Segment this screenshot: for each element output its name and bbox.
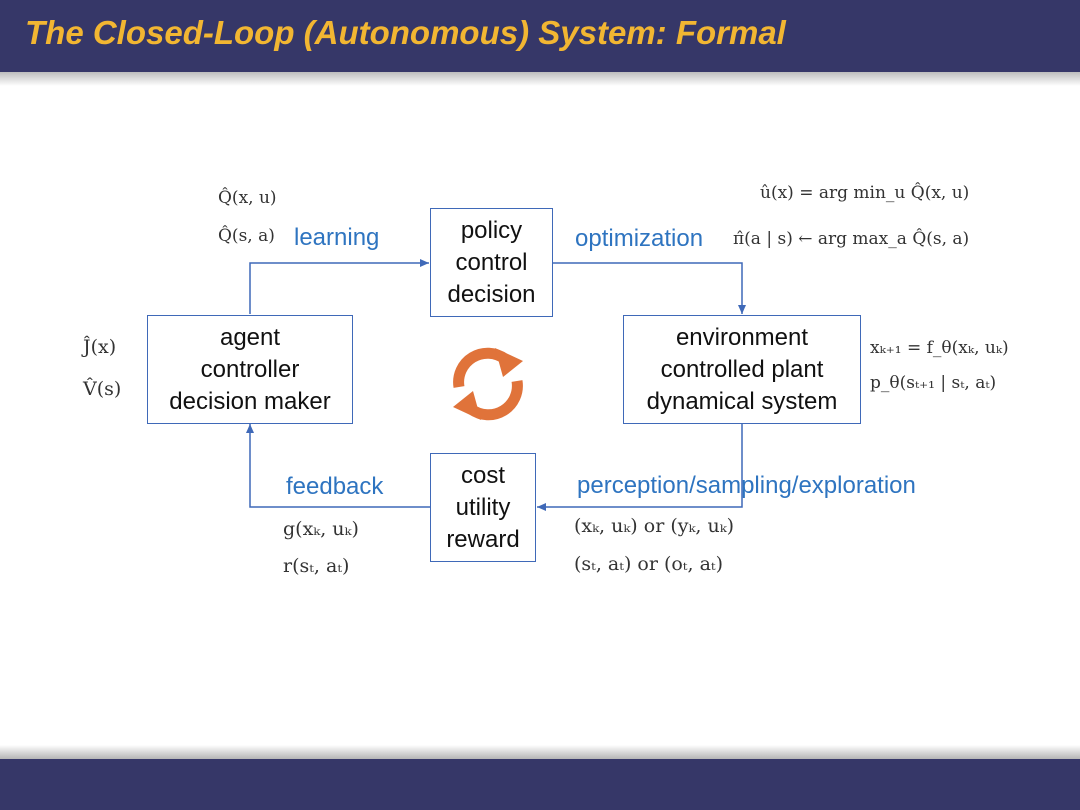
dynamics-stochastic-formula: p_θ(sₜ₊₁ | sₜ, aₜ): [870, 373, 997, 393]
agent-line-1: agent: [219, 323, 281, 351]
q-xu-formula: Q̂(x, u): [218, 188, 277, 208]
cost-function-formula: g(xₖ, uₖ): [283, 518, 359, 540]
agent-line-2: controller: [200, 355, 300, 383]
cost-line-1: cost: [460, 461, 505, 489]
policy-line-3: decision: [447, 280, 536, 308]
policy-line-1: policy: [460, 216, 523, 244]
cost-line-2: utility: [455, 493, 511, 521]
policy-box: policy control decision: [430, 208, 553, 317]
environment-line-1: environment: [675, 323, 809, 351]
arrow-cost-to-agent: [246, 424, 430, 508]
agent-box: agent controller decision maker: [147, 315, 353, 424]
cost-line-3: reward: [446, 525, 520, 553]
environment-line-3: dynamical system: [646, 387, 838, 415]
slide-title: The Closed-Loop (Autonomous) System: For…: [25, 14, 786, 51]
policy-line-2: control: [455, 248, 528, 276]
dynamics-deterministic-formula: xₖ₊₁ = f_θ(xₖ, uₖ): [870, 338, 1009, 358]
cost-box: cost utility reward: [430, 453, 536, 562]
feedback-label: feedback: [286, 473, 384, 500]
environment-line-2: controlled plant: [660, 355, 824, 383]
u-hat-formula: û(x) = arg min_u Q̂(x, u): [760, 183, 970, 203]
header-bar: [0, 0, 1080, 72]
optimization-label: optimization: [575, 225, 704, 252]
pi-hat-formula: π̂(a | s) ← arg max_a Q̂(s, a): [733, 229, 970, 249]
observation-stochastic-formula: (sₜ, aₜ) or (oₜ, aₜ): [574, 553, 723, 575]
environment-box: environment controlled plant dynamical s…: [623, 315, 861, 424]
arrow-environment-to-cost: [537, 424, 743, 511]
perception-label: perception/sampling/exploration: [577, 472, 916, 499]
footer-shadow: [0, 745, 1080, 759]
refresh-cycle-icon: [453, 347, 523, 421]
agent-line-3: decision maker: [169, 387, 331, 415]
q-sa-formula: Q̂(s, a): [218, 226, 275, 246]
header-shadow: [0, 72, 1080, 86]
reward-function-formula: r(sₜ, aₜ): [283, 555, 350, 577]
arrow-policy-to-environment: [553, 262, 746, 314]
j-hat-formula: Ĵ(x): [83, 336, 117, 358]
footer-bar: [0, 759, 1080, 810]
learning-label: learning: [294, 224, 380, 251]
arrow-agent-to-policy: [249, 259, 429, 314]
observation-deterministic-formula: (xₖ, uₖ) or (yₖ, uₖ): [574, 515, 735, 537]
v-hat-formula: V̂(s): [83, 378, 122, 400]
